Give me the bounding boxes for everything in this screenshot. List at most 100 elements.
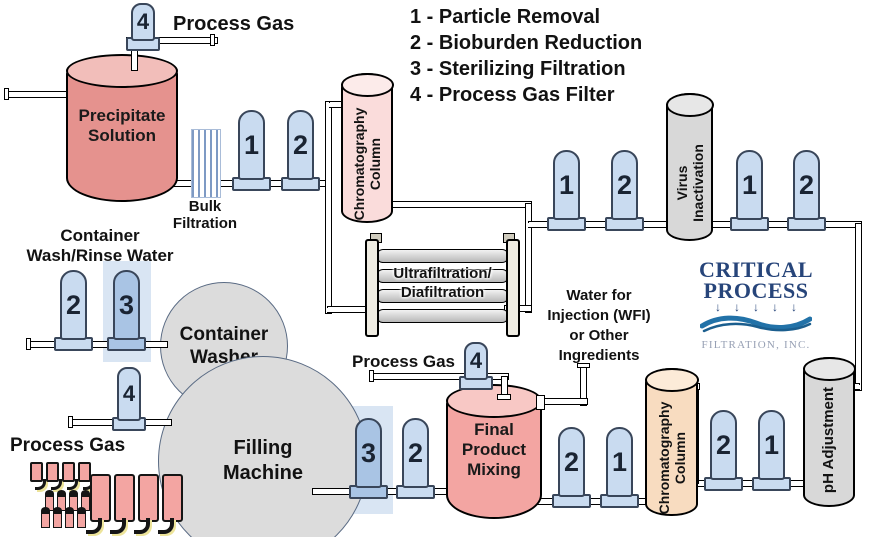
chromatography-column-bottom: Chromatography Column [644,367,699,516]
product-vial-icon [80,490,90,511]
pipe-joint [527,307,531,311]
down-arrow-icon: ↓ [791,300,797,314]
product-vial-icon [40,507,50,528]
pipe-end-cap [369,370,374,382]
final-product-tank-label: Final Product Mixing [461,420,527,479]
filter-number: 1 [558,169,575,200]
legend-item-4: 4 - Process Gas Filter [410,84,615,106]
precipitate-tank-label: Precipitate Solution [78,106,166,145]
product-vial-icon [68,490,78,511]
product-bag-icon [62,462,78,490]
logo-subtitle: FILTRATION, INC. [701,339,811,351]
filter-number: 2 [715,429,732,460]
filter-body: 1 [553,150,580,220]
filter-body: 2 [402,418,429,488]
product-vial-icon [56,490,66,511]
filter-body: 1 [758,410,785,480]
pipe-flange [536,395,545,410]
filter-body: 2 [60,270,87,340]
process-gas-left-label: Process Gas [10,435,126,456]
virus-inactivation-label: Virus Inactivation [673,144,706,222]
pipe-joint [327,182,331,186]
pipe [386,201,532,208]
pipe-end-cap [68,416,73,428]
filled-product-containers [25,455,195,537]
pipe [28,341,168,348]
pipe-joint [582,400,586,404]
filter-body: 2 [793,150,820,220]
column-top-face [340,72,394,97]
tank-body [66,70,178,202]
uf-end-plate [365,239,379,337]
pipe-end-cap [4,88,9,100]
pipe-end-cap [26,338,31,350]
down-arrow-icon: ↓ [734,300,740,314]
column-top-face [644,367,699,392]
filter-number: 1 [243,129,260,160]
critical-process-logo: CRITICAL PROCESS ↓ ↓ ↓ ↓ ↓ FILTRATION, I… [698,257,814,352]
filter-number: 2 [798,169,815,200]
container-wash-water-label: Container Wash/Rinse Water [26,226,174,265]
filling-machine: Filling Machine [158,356,368,537]
pipe-end-cap [210,34,215,46]
logo-line1: CRITICAL [698,257,814,282]
pipe-joint [527,203,531,208]
pipe-end-cap [577,363,590,368]
column-top-face [665,92,714,117]
down-arrow-icon: ↓ [772,300,778,314]
uf-tube [376,249,509,263]
logo-line2: PROCESS [703,278,809,303]
down-arrow-icon: ↓ [715,300,721,314]
pipe-joint [857,223,861,228]
pipe [855,223,862,391]
filter-number: 1 [741,169,758,200]
ultrafiltration-label: Ultrafiltration/ Diafiltration [393,265,492,301]
ph-adjustment-label: pH Adjustment [820,386,837,494]
filter-number: 4 [136,9,150,34]
product-bag-large-icon [134,474,159,534]
product-bag-large-icon [158,474,183,534]
filter-number: 3 [118,289,135,320]
filter-body: 2 [611,150,638,220]
filter-number: 2 [407,437,424,468]
chromatography-top-label: Chromatography Column [351,107,383,221]
pipe [525,203,532,313]
filter-body: 2 [710,410,737,480]
filter-number: 2 [292,129,309,160]
pipe-joint [527,223,531,227]
product-vial-icon [64,507,74,528]
bulk-filtration-label: Bulk Filtration [172,198,238,232]
product-bag-icon [46,462,62,490]
ph-adjustment-column: pH Adjustment [802,356,856,507]
product-vial-icon [44,490,54,511]
chromatography-column-top: Chromatography Column [340,72,394,223]
filter-body: 3 [355,418,382,488]
final-product-mixing-tank: Final Product Mixing [446,384,542,519]
legend-item-3: 3 - Sterilizing Filtration [410,58,626,80]
product-vial-icon [76,507,86,528]
process-gas-mid-label: Process Gas [352,352,456,371]
precipitate-solution-tank: Precipitate Solution [66,54,178,202]
filter-number: 4 [469,348,483,373]
filter-number: 2 [563,446,580,477]
legend-item-1: 1 - Particle Removal [410,6,601,28]
filter-body: 2 [287,110,314,180]
chromatography-bottom-label: Chromatography Column [655,401,688,515]
filter-body: 4 [464,342,488,380]
filter-number: 1 [763,429,780,460]
filling-machine-label: Filling Machine [222,437,304,484]
virus-inactivation-column: Virus Inactivation [665,92,714,241]
product-bag-icon [30,462,46,490]
filter-body: 1 [736,150,763,220]
filter-number: 1 [611,446,628,477]
down-arrow-icon: ↓ [753,300,759,314]
filter-body: 1 [606,427,633,497]
legend-item-2: 2 - Bioburden Reduction [410,32,643,54]
product-vial-icon [52,507,62,528]
pipe-joint [857,385,861,389]
logo-wave-icon [699,315,813,333]
column-top-face [802,356,856,381]
filter-number: 2 [616,169,633,200]
pipe-joint [327,103,331,107]
